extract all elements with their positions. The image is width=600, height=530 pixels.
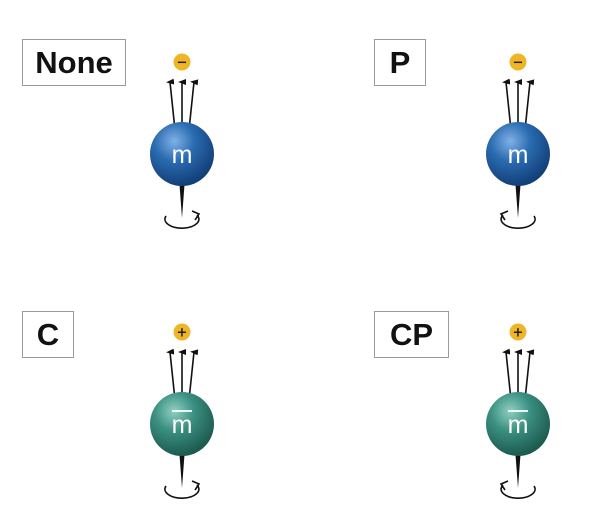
svg-text:+: +: [177, 326, 188, 341]
label-c: C: [22, 311, 74, 358]
charge-symbol: −: [509, 53, 527, 71]
label-p: P: [374, 39, 426, 86]
charge-symbol: +: [509, 323, 527, 341]
particle-sphere: m: [486, 122, 550, 186]
particle-sphere: m: [150, 392, 214, 456]
particle-sphere: m: [486, 392, 550, 456]
svg-text:m: m: [172, 141, 193, 169]
svg-text:m: m: [508, 141, 529, 169]
svg-text:+: +: [513, 326, 524, 341]
particle-diagram-none: −m: [150, 53, 214, 229]
particle-diagram-p: −m: [486, 53, 550, 229]
spin-rotation-icon: [499, 210, 536, 229]
svg-text:−: −: [177, 56, 188, 71]
spin-axis: [179, 178, 185, 218]
particle-diagram-c: +m: [150, 323, 214, 499]
particle-sphere: m: [150, 122, 214, 186]
charge-symbol: +: [173, 323, 191, 341]
svg-text:m: m: [172, 411, 193, 439]
label-none: None: [22, 39, 126, 86]
spin-rotation-icon: [164, 210, 201, 229]
spin-rotation-icon: [499, 480, 536, 499]
svg-text:−: −: [513, 56, 524, 71]
particle-diagram-cp: +m: [486, 323, 550, 499]
spin-axis: [515, 178, 521, 218]
svg-text:m: m: [508, 411, 529, 439]
spin-axis: [179, 448, 185, 488]
charge-symbol: −: [173, 53, 191, 71]
spin-axis: [515, 448, 521, 488]
label-cp: CP: [374, 311, 449, 358]
spin-rotation-icon: [164, 480, 201, 499]
